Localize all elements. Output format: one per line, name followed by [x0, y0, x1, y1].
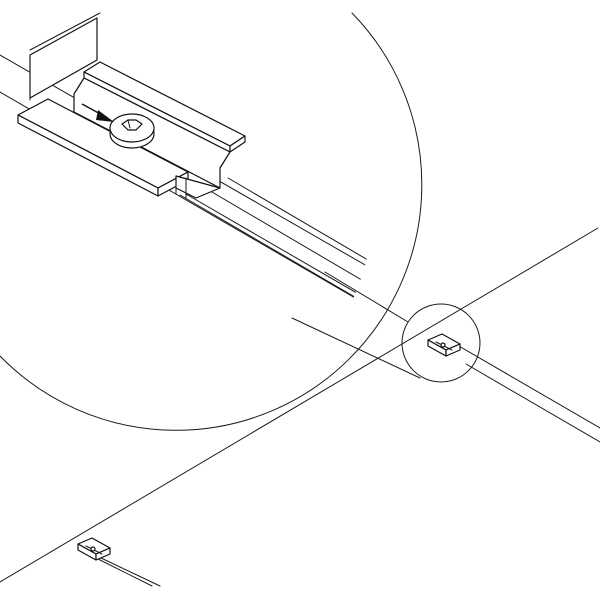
- panel-edge-left-b: [95, 557, 153, 587]
- hex-socket-bolt: [109, 113, 155, 149]
- detail-magnified-content: [0, 12, 374, 441]
- leader-lower: [291, 317, 421, 379]
- detail-rail-bottom: [185, 193, 374, 435]
- detail-edge-back: [29, 12, 101, 51]
- detail-edge-e: [227, 177, 374, 397]
- arrow-head: [96, 110, 114, 122]
- detail-reference-circle: [401, 303, 481, 383]
- panel-edge-right-a: [451, 341, 600, 429]
- detail-edge-d: [199, 184, 374, 421]
- detail-magnified-circle: [0, 12, 423, 431]
- clamp-small-left: [77, 537, 111, 561]
- panel-edge-lines: [0, 227, 600, 587]
- clamp-small-side: [95, 547, 111, 561]
- clamp-small-bolt-icon: [90, 546, 96, 552]
- rail-edge-upper: [0, 227, 599, 583]
- detail-clamp-top-end: [229, 135, 246, 153]
- hex-socket-inner-edge: [127, 119, 131, 129]
- detail-edge-c: [179, 194, 374, 441]
- clamp-small-bolt-icon: [440, 342, 446, 348]
- detail-leader-lines: [291, 271, 421, 379]
- detail-clamp-web-fold: [73, 77, 85, 95]
- detail-clamp-web-fold-end: [219, 151, 231, 169]
- insert-direction-arrow-icon: [81, 103, 114, 122]
- panel-edge-right-b: [465, 363, 600, 443]
- clamp-small-side: [445, 343, 461, 357]
- leader-upper: [324, 271, 409, 323]
- clamp-small-right: [427, 333, 461, 357]
